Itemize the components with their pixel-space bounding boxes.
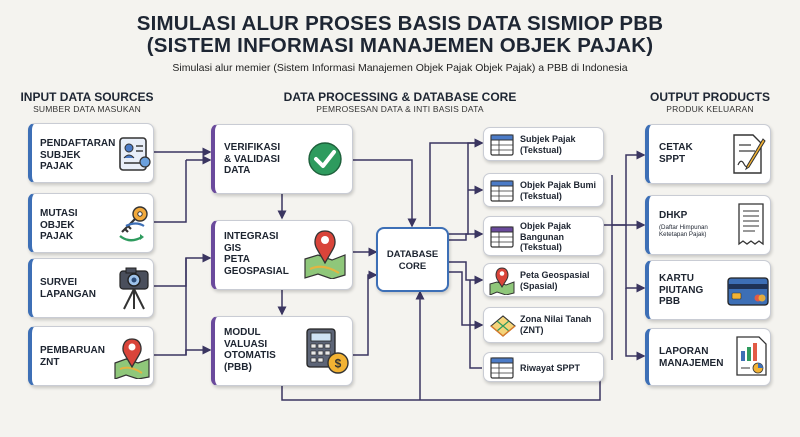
calculator-coin-icon: $ (306, 328, 349, 374)
input-label: PENDAFTARAN SUBJEK PAJAK (40, 138, 116, 172)
output-label: KARTU PIUTANG PBB (659, 273, 704, 307)
zone-grid-icon (490, 315, 516, 337)
table-objek-pajak-bumi[interactable]: Objek Pajak Bumi (Tekstual) (483, 173, 604, 207)
input-label: MUTASI OBJEK PAJAK (40, 208, 78, 242)
map-pin-icon (489, 267, 515, 295)
table-objek-pajak-bangunan[interactable]: Objek Pajak Bangunan (Tekstual) (483, 216, 604, 256)
camera-tripod-icon (119, 267, 149, 310)
report-chart-icon (736, 336, 767, 376)
process-verifikasi-validasi-data[interactable]: VERIFIKASI & VALIDASI DATA (211, 124, 353, 194)
table-riwayat-sppt[interactable]: Riwayat SPPT (483, 352, 604, 382)
output-laporan-manajemen[interactable]: LAPORAN MANAJEMEN (645, 328, 771, 386)
table-label: Zona Nilai Tanah (ZNT) (520, 314, 592, 335)
gis-map-icon (304, 230, 346, 279)
signed-document-icon (733, 134, 766, 174)
output-dhkp[interactable]: DHKP (Daftar Himpunan Ketetapan Pajak) (645, 195, 771, 255)
process-label: INTEGRASI GIS PETA GEOSPASIAL (224, 231, 289, 277)
table-icon (490, 180, 514, 202)
page-title-line2: (SISTEM INFORMASI MANAJEMEN OBJEK PAJAK) (146, 34, 654, 57)
map-pin-icon (114, 338, 150, 379)
output-section-title: OUTPUT PRODUCTS (650, 90, 770, 104)
credit-card-icon (727, 277, 769, 306)
table-label: Objek Pajak Bumi (Tekstual) (520, 180, 597, 201)
receipt-icon (738, 203, 764, 246)
output-cetak-sppt[interactable]: CETAK SPPT (645, 124, 771, 184)
check-circle-icon (308, 142, 342, 176)
output-section-subtitle: PRODUK KELUARAN (666, 104, 754, 114)
input-section-title: INPUT DATA SOURCES (20, 90, 154, 104)
output-kartu-piutang-pbb[interactable]: KARTU PIUTANG PBB (645, 260, 771, 320)
process-integrasi-gis[interactable]: INTEGRASI GIS PETA GEOSPASIAL (211, 220, 353, 290)
input-survei-lapangan[interactable]: SURVEI LAPANGAN (28, 258, 154, 318)
input-pendaftaran-subjek-pajak[interactable]: PENDAFTARAN SUBJEK PAJAK (28, 123, 154, 183)
database-core[interactable]: DATABASE CORE (376, 227, 449, 292)
table-peta-geospasial[interactable]: Peta Geospasial (Spasial) (483, 263, 604, 297)
input-label: SURVEI LAPANGAN (40, 277, 96, 300)
output-note: (Daftar Himpunan Ketetapan Pajak) (659, 224, 708, 238)
database-core-label: DATABASE CORE (386, 249, 439, 272)
table-icon (490, 226, 514, 248)
table-icon (490, 357, 514, 379)
processing-section-subtitle: PEMROSESAN DATA & INTI BASIS DATA (316, 104, 484, 114)
input-pembaruan-znt[interactable]: PEMBARUAN ZNT (28, 326, 154, 386)
table-icon (490, 134, 514, 156)
page-title: SIMULASI ALUR PROSES BASIS DATA SISMIOP … (136, 12, 664, 35)
table-label: Riwayat SPPT (520, 363, 581, 373)
input-mutasi-objek-pajak[interactable]: MUTASI OBJEK PAJAK (28, 193, 154, 253)
process-modul-valuasi-otomatis[interactable]: MODUL VALUASI OTOMATIS (PBB) $ (211, 316, 353, 386)
input-section-subtitle: SUMBER DATA MASUKAN (33, 104, 141, 114)
table-zona-nilai-tanah[interactable]: Zona Nilai Tanah (ZNT) (483, 307, 604, 343)
key-exchange-icon (119, 206, 148, 242)
svg-text:$: $ (335, 357, 342, 371)
output-label: CETAK SPPT (659, 142, 693, 165)
input-label: PEMBARUAN ZNT (40, 345, 105, 368)
page-subtitle: Simulasi alur memier (Sistem Informasi M… (172, 62, 628, 74)
output-label: DHKP (659, 210, 688, 221)
table-label: Objek Pajak Bangunan (Tekstual) (520, 221, 572, 252)
table-subjek-pajak[interactable]: Subjek Pajak (Tekstual) (483, 127, 604, 161)
process-label: MODUL VALUASI OTOMATIS (PBB) (224, 327, 276, 373)
process-label: VERIFIKASI & VALIDASI DATA (224, 142, 281, 176)
table-label: Peta Geospasial (Spasial) (520, 270, 590, 291)
id-card-icon (119, 137, 151, 171)
table-label: Subjek Pajak (Tekstual) (520, 134, 576, 155)
processing-section-title: DATA PROCESSING & DATABASE CORE (283, 90, 517, 104)
output-label: LAPORAN MANAJEMEN (659, 346, 724, 369)
